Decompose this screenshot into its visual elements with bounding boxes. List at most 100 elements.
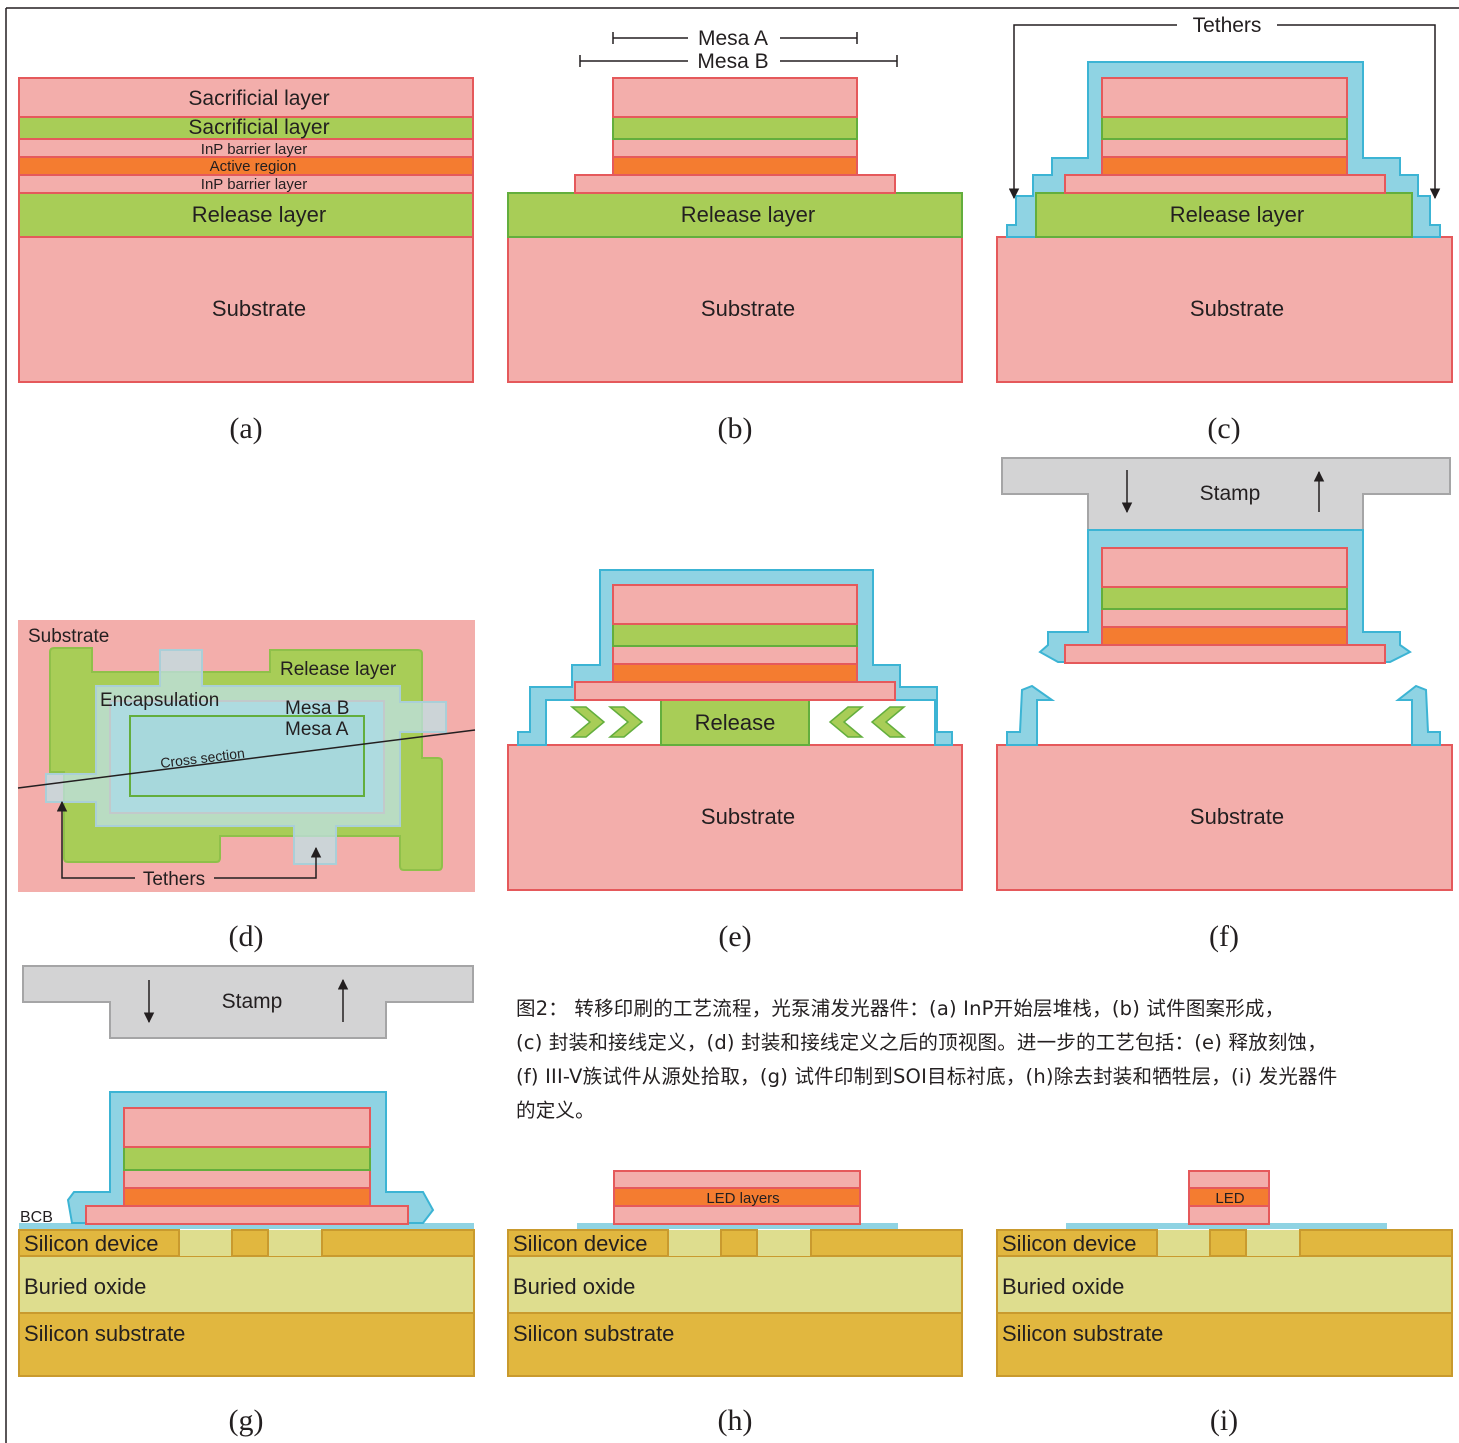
barrier-layer-top: [1101, 608, 1348, 628]
silicon-device-segment: [321, 1229, 475, 1257]
barrier-layer-top: [612, 138, 858, 158]
active-region-label: Active region: [210, 158, 297, 175]
mesa-a-label: Mesa A: [285, 719, 349, 740]
etch-chevrons: [569, 706, 907, 738]
barrier-layer-top: [612, 645, 858, 665]
substrate-block: [996, 236, 1453, 383]
silicon-waveguide: [720, 1229, 758, 1257]
release-layer-label: Release layer: [280, 659, 397, 680]
sacrificial-layer-1: [1101, 547, 1348, 588]
tether-arrow-left: [1008, 24, 1177, 200]
cross-section-line: [17, 729, 476, 789]
substrate-label: Substrate: [701, 804, 795, 829]
silicon-device-segment: [1299, 1229, 1453, 1257]
silicon-substrate-layer: [996, 1312, 1453, 1377]
tether-arrow-right: [1277, 24, 1441, 200]
buried-oxide-label: Buried oxide: [1002, 1274, 1124, 1299]
mesa-b-label: Mesa B: [697, 50, 768, 73]
bcb-layer: [577, 1223, 898, 1229]
mesa-b-layer: [574, 174, 896, 194]
active-region: [1101, 626, 1348, 646]
panel-label: (b): [718, 412, 753, 445]
silicon-device-segment: [507, 1229, 669, 1257]
sacrificial-layer-1: [612, 77, 858, 118]
sacrificial-layer-1: [612, 584, 858, 625]
silicon-substrate-label: Silicon substrate: [1002, 1321, 1163, 1346]
mesa-b-layer: [574, 681, 896, 701]
caption-line: (f) III-V族试件从源处拾取，(g) 试件印制到SOI目标衬底，(h)除去…: [516, 1065, 1338, 1088]
substrate-block: [507, 744, 963, 891]
sacrificial-layer-2: [612, 623, 858, 647]
release-layer-label: Release layer: [192, 202, 327, 227]
sacrificial-layer-label: Sacrificial layer: [188, 87, 329, 110]
active-region: [123, 1187, 371, 1207]
broken-tether-right: [1395, 684, 1441, 746]
panel-f: Stamp Substrate (f): [996, 457, 1453, 953]
mesa-b-layer: [1064, 644, 1386, 664]
led-layers-label: LED layers: [706, 1190, 779, 1207]
silicon-device-label: Silicon device: [1002, 1231, 1137, 1256]
silicon-device-label: Silicon device: [24, 1231, 159, 1256]
barrier-layer-top: [1101, 138, 1348, 158]
stamp: [22, 965, 474, 1039]
panel-d: Substrate Release layer Encapsulation Me…: [17, 620, 476, 953]
sacrificial-layer-2: [1101, 116, 1348, 140]
mesa-b-dimension: [579, 55, 898, 67]
tethers-label: Tethers: [1193, 14, 1262, 37]
silicon-substrate-label: Silicon substrate: [513, 1321, 674, 1346]
active-region: [612, 156, 858, 176]
release-layer: [1035, 192, 1413, 238]
active-region: [612, 663, 858, 683]
substrate-label: Substrate: [212, 296, 306, 321]
panel-e: Release Substrate (e): [507, 569, 963, 953]
chevron-left-icon: [828, 706, 865, 738]
mesa-a-dimension: [612, 32, 858, 44]
mesa-b-layer: [85, 1205, 409, 1225]
silicon-device-label: Silicon device: [513, 1231, 648, 1256]
substrate-block: [996, 744, 1453, 891]
panel-label: (d): [229, 920, 264, 953]
release-layer: [660, 699, 810, 746]
led-bottom-layer: [1188, 1205, 1270, 1225]
barrier-layer-label: InP barrier layer: [201, 141, 307, 158]
silicon-substrate-layer: [18, 1312, 475, 1377]
mesa-b-label: Mesa B: [285, 698, 349, 719]
mesa-a-outline: [129, 715, 365, 797]
sacrificial-layer-1: [123, 1107, 371, 1148]
buried-oxide-label: Buried oxide: [513, 1274, 635, 1299]
tether-arrow-right: [214, 846, 322, 879]
stamp-label: Stamp: [222, 990, 283, 1013]
buried-oxide-label: Buried oxide: [24, 1274, 146, 1299]
panel-h: LED layers Silicon device Buried oxide S…: [507, 1170, 963, 1437]
panel-label: (f): [1209, 920, 1239, 953]
sacrificial-layer-label: Sacrificial layer: [188, 116, 329, 139]
silicon-device-segment: [996, 1229, 1158, 1257]
release-layer: [507, 192, 963, 238]
panel-g: Stamp BCB Silicon device Buried oxide Si…: [18, 965, 475, 1437]
panel-i: LED Silicon device Buried oxide Silicon …: [996, 1170, 1453, 1437]
sacrificial-layer-2: [123, 1146, 371, 1171]
bcb-layer: [19, 1223, 474, 1229]
caption-line: 图2： 转移印刷的工艺流程，光泵浦发光器件：(a) InP开始层堆栈，(b) 试…: [516, 997, 1285, 1020]
sacrificial-layer-2: [612, 116, 858, 140]
barrier-layer-top: [123, 1169, 371, 1189]
panel-label: (g): [229, 1404, 264, 1437]
barrier-layer-label: InP barrier layer: [201, 176, 307, 193]
panel-a: Sacrificial layer Sacrificial layer InP …: [18, 77, 474, 445]
broken-tether-left: [1006, 684, 1056, 746]
tether-arrow-left: [56, 800, 135, 879]
panel-label: (a): [229, 412, 262, 445]
silicon-device-segment: [810, 1229, 963, 1257]
release-layer-label: Release layer: [681, 202, 816, 227]
panel-b: Mesa A Mesa B Release layer Substrate (b…: [507, 27, 963, 445]
substrate-label: Substrate: [701, 296, 795, 321]
silicon-device-segment: [18, 1229, 180, 1257]
silicon-waveguide: [1209, 1229, 1247, 1257]
substrate-block: [507, 236, 963, 383]
substrate-label: Substrate: [1190, 804, 1284, 829]
figure-caption: 图2： 转移印刷的工艺流程，光泵浦发光器件：(a) InP开始层堆栈，(b) 试…: [516, 992, 1441, 1128]
panel-label: (h): [718, 1404, 753, 1437]
chevron-right-icon: [569, 706, 606, 738]
caption-line: (c) 封装和接线定义，(d) 封装和接线定义之后的顶视图。进一步的工艺包括：(…: [516, 1031, 1327, 1054]
